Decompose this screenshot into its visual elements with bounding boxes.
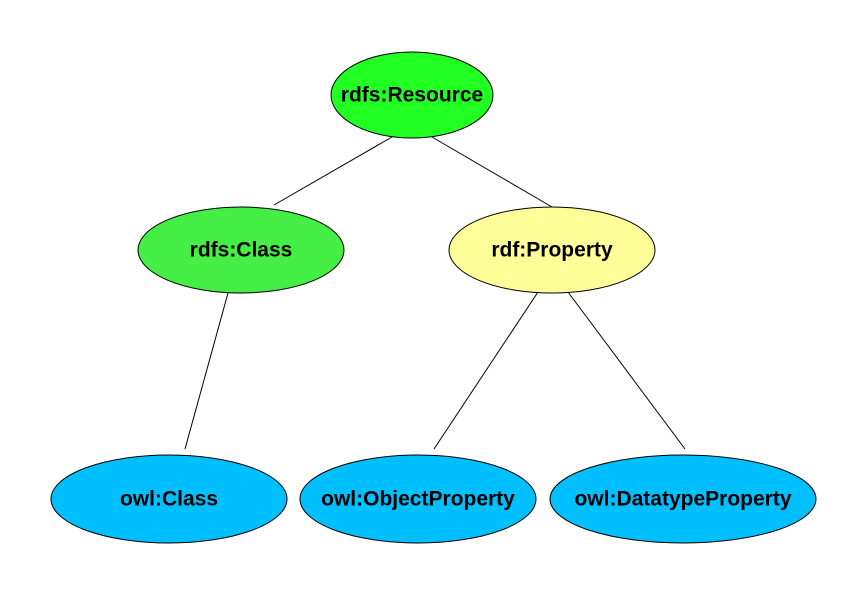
node-rdf-property[interactable]: rdf:Property (448, 206, 656, 294)
edge-property-datatypeproperty (567, 291, 686, 450)
node-rdfs-class[interactable]: rdfs:Class (137, 206, 345, 294)
node-owl-class-label: owl:Class (120, 488, 218, 511)
node-rdfs-resource-label: rdfs:Resource (341, 84, 483, 107)
node-owl-objectproperty-label: owl:ObjectProperty (321, 488, 515, 511)
node-owl-objectproperty-shape (299, 454, 537, 544)
node-rdfs-resource-shape (330, 51, 494, 139)
node-owl-class[interactable]: owl:Class (50, 454, 288, 544)
edge-resource-class (273, 136, 393, 206)
edge-class-owlclass (184, 292, 229, 450)
node-rdfs-class-label: rdfs:Class (190, 239, 293, 262)
node-owl-datatypeproperty[interactable]: owl:DatatypeProperty (549, 454, 817, 544)
node-owl-datatypeproperty-label: owl:DatatypeProperty (574, 488, 791, 511)
edge-resource-property (431, 136, 553, 208)
node-rdf-property-shape (448, 206, 656, 294)
edge-property-objectproperty (433, 291, 539, 450)
node-owl-datatypeproperty-shape (549, 454, 817, 544)
node-rdfs-resource[interactable]: rdfs:Resource (330, 51, 494, 139)
node-owl-class-shape (50, 454, 288, 544)
node-rdf-property-label: rdf:Property (491, 239, 613, 262)
node-rdfs-class-shape (137, 206, 345, 294)
node-owl-objectproperty[interactable]: owl:ObjectProperty (299, 454, 537, 544)
